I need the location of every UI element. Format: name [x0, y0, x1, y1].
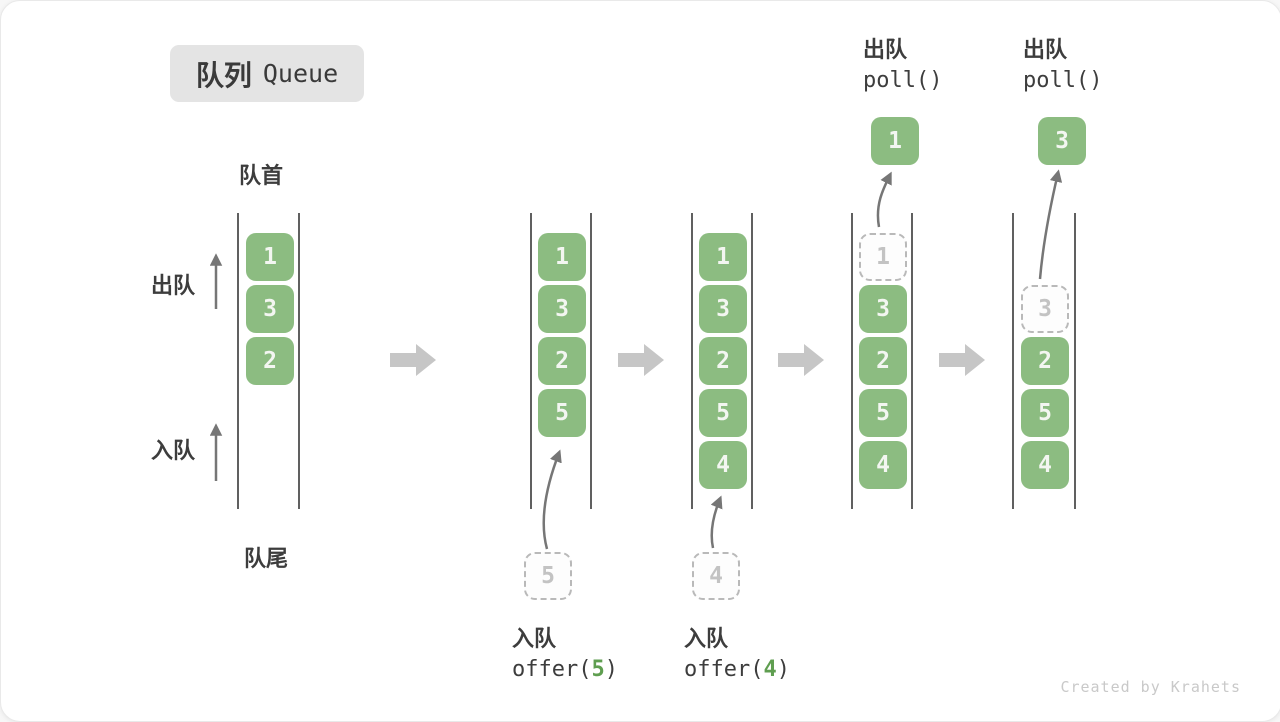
stage5-out-cell: 3 [1038, 117, 1086, 165]
stage3-cell: 3 [699, 285, 747, 333]
stage5-cell: 2 [1021, 337, 1069, 385]
stage4-out-cell: 1 [871, 117, 919, 165]
title-badge: 队列 Queue [170, 45, 364, 102]
queue-column-2 [530, 213, 592, 509]
code-arg: 4 [763, 657, 777, 682]
stage2-cell: 5 [538, 389, 586, 437]
stage4-cell: 5 [859, 389, 907, 437]
code-close: ) [604, 657, 618, 682]
stage4-cell: 4 [859, 441, 907, 489]
queue-front-label: 队首 [239, 163, 284, 188]
stage4-op-code: poll() [863, 68, 943, 93]
stage3-cell: 5 [699, 389, 747, 437]
stage5-op-label: 出队 [1023, 37, 1068, 62]
stage2-op-label: 入队 [512, 626, 557, 651]
code-fn: offer( [684, 657, 764, 682]
stage3-op-label: 入队 [684, 626, 729, 651]
stage1-cell: 2 [246, 337, 294, 385]
queue-column-5 [1012, 213, 1076, 509]
code-fn: offer( [512, 657, 592, 682]
stage-transition-arrow-icon [939, 344, 985, 376]
queue-column-4 [851, 213, 913, 509]
stage5-removed-cell: 3 [1021, 285, 1069, 333]
stage3-cell: 2 [699, 337, 747, 385]
stage5-cell: 5 [1021, 389, 1069, 437]
stage3-cell: 1 [699, 233, 747, 281]
stage4-cell: 3 [859, 285, 907, 333]
queue-column-3 [691, 213, 753, 509]
stage2-op-code: offer(5) [512, 657, 618, 682]
stage3-op-code: offer(4) [684, 657, 790, 682]
stage1-cell: 1 [246, 233, 294, 281]
stage5-op-code: poll() [1023, 68, 1103, 93]
queue-rear-label: 队尾 [244, 546, 289, 571]
stage-transition-arrow-icon [618, 344, 664, 376]
stage2-cell: 1 [538, 233, 586, 281]
stage4-removed-cell: 1 [859, 233, 907, 281]
stage3-incoming-cell: 4 [692, 552, 740, 600]
stage3-cell: 4 [699, 441, 747, 489]
stage2-incoming-cell: 5 [524, 552, 572, 600]
credit-text: Created by Krahets [1060, 678, 1241, 696]
enqueue-side-label: 入队 [151, 438, 196, 463]
queue-column-1 [237, 213, 300, 509]
stage2-cell: 3 [538, 285, 586, 333]
title-zh: 队列 [195, 59, 252, 91]
stage1-cell: 3 [246, 285, 294, 333]
code-arg: 5 [591, 657, 605, 682]
stage-transition-arrow-icon [778, 344, 824, 376]
dequeue-side-label: 出队 [151, 273, 196, 298]
stage2-cell: 2 [538, 337, 586, 385]
code-close: ) [776, 657, 790, 682]
stage5-cell: 4 [1021, 441, 1069, 489]
stage4-cell: 2 [859, 337, 907, 385]
stage4-op-label: 出队 [863, 37, 908, 62]
title-en: Queue [262, 59, 339, 88]
stage-transition-arrow-icon [390, 344, 436, 376]
